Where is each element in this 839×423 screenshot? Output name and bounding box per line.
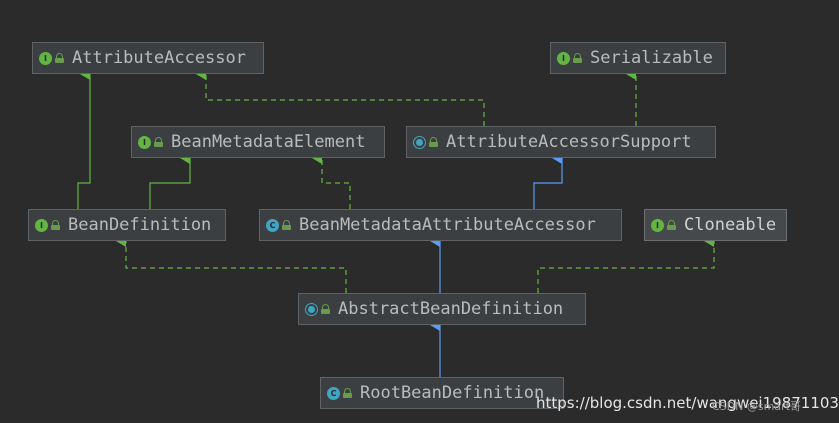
node-label: Cloneable [684,215,777,235]
node-root-bean-definition[interactable]: C RootBeanDefinition [320,377,564,409]
lock-icon [51,220,60,230]
lock-icon [343,388,352,398]
edge-bean-definition-to-attribute-accessor [77,68,91,209]
edge-abstract-bean-definition-to-bean-definition [116,235,347,293]
node-attribute-accessor[interactable]: I AttributeAccessor [32,42,264,74]
node-label: AttributeAccessorSupport [446,132,692,152]
node-serializable[interactable]: I Serializable [550,42,726,74]
edge-bean-definition-to-bean-metadata-element [149,152,191,209]
class-icon: C [327,386,340,400]
node-label: Serializable [590,48,713,68]
node-bean-metadata-attribute-accessor[interactable]: C BeanMetadataAttributeAccessor [259,209,622,241]
lock-icon [282,220,291,230]
node-label: RootBeanDefinition [360,383,545,403]
node-label: AttributeAccessor [72,48,246,68]
edge-abstract-bean-definition-to-cloneable [537,235,715,293]
abstract-class-icon [413,135,426,149]
lock-icon [573,53,582,63]
edge-bean-metadata-attribute-accessor-to-attribute-accessor-support [533,152,563,209]
node-label: BeanMetadataElement [171,132,366,152]
interface-icon: I [557,51,570,65]
node-abstract-bean-definition[interactable]: AbstractBeanDefinition [298,293,586,325]
edge-attribute-accessor-support-to-attribute-accessor [196,68,485,126]
node-bean-metadata-element[interactable]: I BeanMetadataElement [131,126,385,158]
interface-icon: I [138,135,151,149]
node-label: BeanDefinition [68,215,212,235]
interface-icon: I [39,51,52,65]
lock-icon [429,137,438,147]
watermark-url: https://blog.csdn.net/wangwei19871103 [536,394,839,412]
lock-icon [321,304,330,314]
node-cloneable[interactable]: I Cloneable [644,209,787,241]
edge-bean-metadata-attribute-accessor-to-bean-metadata-element [312,152,351,209]
watermark-overlay: CSDN @smart哥 [712,400,801,413]
class-icon: C [266,218,279,232]
lock-icon [154,137,163,147]
node-attribute-accessor-support[interactable]: AttributeAccessorSupport [406,126,716,158]
interface-icon: I [651,218,664,232]
lock-icon [667,220,676,230]
node-bean-definition[interactable]: I BeanDefinition [28,209,226,241]
lock-icon [55,53,64,63]
interface-icon: I [35,218,48,232]
abstract-class-icon [305,302,318,316]
node-label: AbstractBeanDefinition [338,299,564,319]
node-label: BeanMetadataAttributeAccessor [299,215,596,235]
